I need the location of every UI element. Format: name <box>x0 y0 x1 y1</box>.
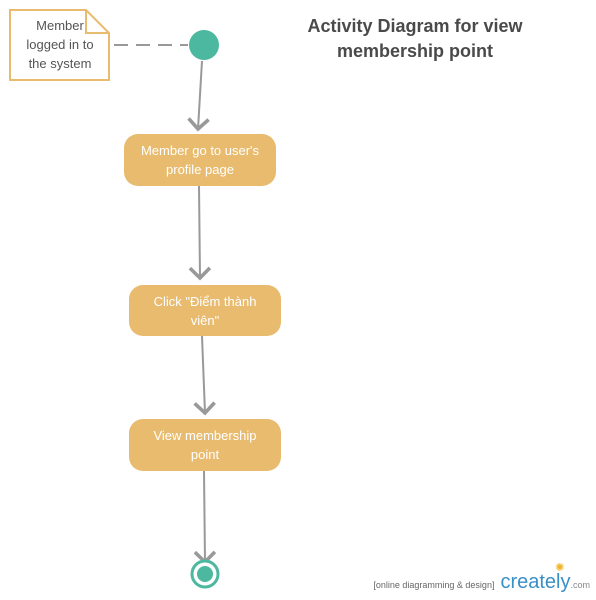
action-go-to-profile[interactable]: Member go to user's profile page <box>124 134 276 186</box>
flow-1 <box>187 60 210 132</box>
action-view-membership-point[interactable]: View membership point <box>129 419 281 471</box>
note-line-2: logged in to <box>26 37 94 52</box>
brand-suffix: .com <box>570 580 590 590</box>
title-line-2: membership point <box>336 41 493 61</box>
action-2-line-1: Click "Điểm thành <box>153 293 257 309</box>
note-shape <box>9 9 110 81</box>
flow-4 <box>193 470 217 565</box>
action-1-line-2: profile page <box>166 162 234 177</box>
action-3-line-1: View membership <box>153 428 257 443</box>
note-line-1: Member <box>36 18 84 33</box>
action-3-line-2: point <box>190 447 220 462</box>
brand-tagline: [online diagramming & design] <box>373 580 495 590</box>
flow-2 <box>188 185 212 281</box>
diagram-title: Activity Diagram for view membership poi… <box>290 14 540 64</box>
title-line-1: Activity Diagram for view <box>307 16 523 36</box>
action-1-line-1: Member go to user's <box>140 143 260 158</box>
initial-node-icon[interactable] <box>189 30 219 60</box>
note-line-3: the system <box>28 56 92 71</box>
precondition-note[interactable]: Member logged in to the system <box>10 10 110 80</box>
action-2-line-2: viên" <box>190 312 220 328</box>
sun-icon: ✺ <box>555 562 565 574</box>
action-click-diem-thanh-vien[interactable]: Click "Điểm thành viên" <box>129 285 281 336</box>
brand-name: ✺ creately <box>500 562 571 593</box>
flow-3 <box>193 335 216 416</box>
creately-watermark: [online diagramming & design] ✺ creately… <box>373 562 590 594</box>
